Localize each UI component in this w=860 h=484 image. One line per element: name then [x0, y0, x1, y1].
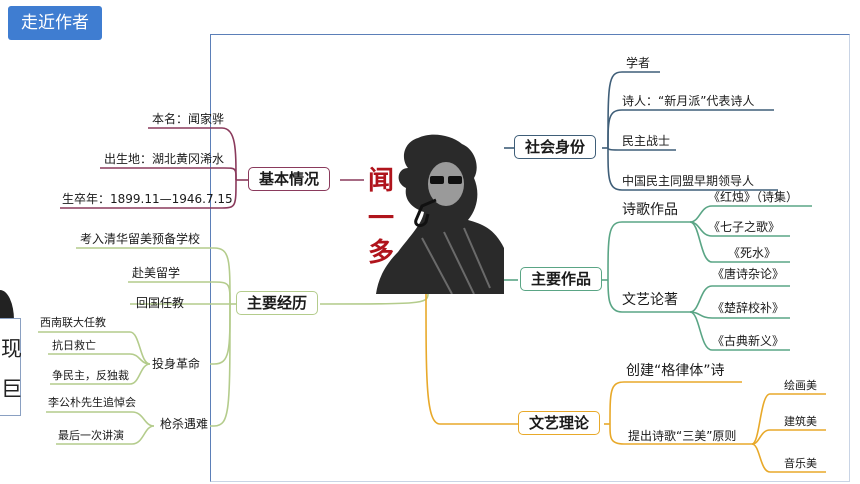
node-seven-sons[interactable]: 《七子之歌》 [708, 220, 781, 234]
node-red-candle[interactable]: 《红烛》（诗集） [708, 190, 799, 204]
node-main-works[interactable]: 主要作品 [520, 267, 603, 291]
branch-lines-works [504, 205, 812, 351]
node-birthplace[interactable]: 出生地：湖北黄冈浠水 [104, 152, 225, 166]
node-memorial[interactable]: 李公朴先生追悼会 [48, 396, 136, 409]
side-card-char: 现 [1, 337, 22, 361]
branch-lines-identity [500, 71, 778, 191]
node-poetry-works[interactable]: 诗歌作品 [622, 202, 678, 218]
author-portrait [364, 128, 504, 295]
node-study-abroad[interactable]: 赴美留学 [132, 266, 181, 280]
node-basic-info[interactable]: 基本情况 [248, 167, 331, 191]
branch-lines-basic [60, 127, 364, 209]
node-metrical-poetry[interactable]: 创建“格律体”诗 [626, 363, 725, 379]
node-tsinghua[interactable]: 考入清华留美预备学校 [80, 232, 201, 246]
node-life-dates[interactable]: 生卒年：1899.11—1946.7.15 [62, 192, 233, 206]
node-return-teach[interactable]: 回国任教 [136, 296, 185, 310]
node-literary-essays[interactable]: 文艺论著 [622, 292, 678, 308]
node-democracy-fighter[interactable]: 民主战士 [622, 134, 671, 148]
node-league-leader[interactable]: 中国民主同盟早期领导人 [622, 174, 755, 188]
node-painting-beauty[interactable]: 绘画美 [784, 379, 817, 392]
node-assassination[interactable]: 枪杀遇难 [160, 417, 209, 431]
slide-frame [210, 34, 850, 482]
node-southwest-union[interactable]: 西南联大任教 [40, 316, 106, 329]
node-music-beauty[interactable]: 音乐美 [784, 457, 817, 470]
branch-lines-experience [38, 247, 429, 445]
section-tag[interactable]: 走近作者 [8, 6, 102, 40]
node-architecture-beauty[interactable]: 建筑美 [784, 415, 817, 428]
branch-lines-theory [425, 293, 826, 473]
author-portrait-sketch [376, 134, 504, 295]
node-revolution[interactable]: 投身革命 [152, 357, 201, 371]
node-dead-water[interactable]: 《死水》 [728, 246, 777, 260]
node-social-identity[interactable]: 社会身份 [514, 135, 597, 159]
node-democracy[interactable]: 争民主，反独裁 [52, 369, 129, 382]
node-three-beauties[interactable]: 提出诗歌“三美”原则 [628, 429, 737, 443]
center-name-char: 一 [368, 204, 395, 234]
node-literary-theory[interactable]: 文艺理论 [518, 411, 601, 435]
node-classics[interactable]: 《古典新义》 [712, 334, 785, 348]
side-card-char: 巨 [1, 377, 22, 401]
center-name-char: 多 [368, 238, 395, 268]
node-chuci[interactable]: 《楚辞校补》 [712, 301, 785, 315]
node-main-experience[interactable]: 主要经历 [236, 291, 319, 315]
node-poet[interactable]: 诗人：“新月派”代表诗人 [622, 94, 755, 108]
node-scholar[interactable]: 学者 [626, 56, 651, 70]
side-card: 现 巨 [0, 318, 22, 416]
node-last-speech[interactable]: 最后一次讲演 [58, 429, 124, 442]
node-anti-japan[interactable]: 抗日救亡 [52, 339, 96, 352]
center-name-char: 闻 [368, 166, 395, 196]
node-tang-poetry[interactable]: 《唐诗杂论》 [712, 267, 785, 281]
node-real-name[interactable]: 本名：闻家骅 [152, 112, 225, 126]
